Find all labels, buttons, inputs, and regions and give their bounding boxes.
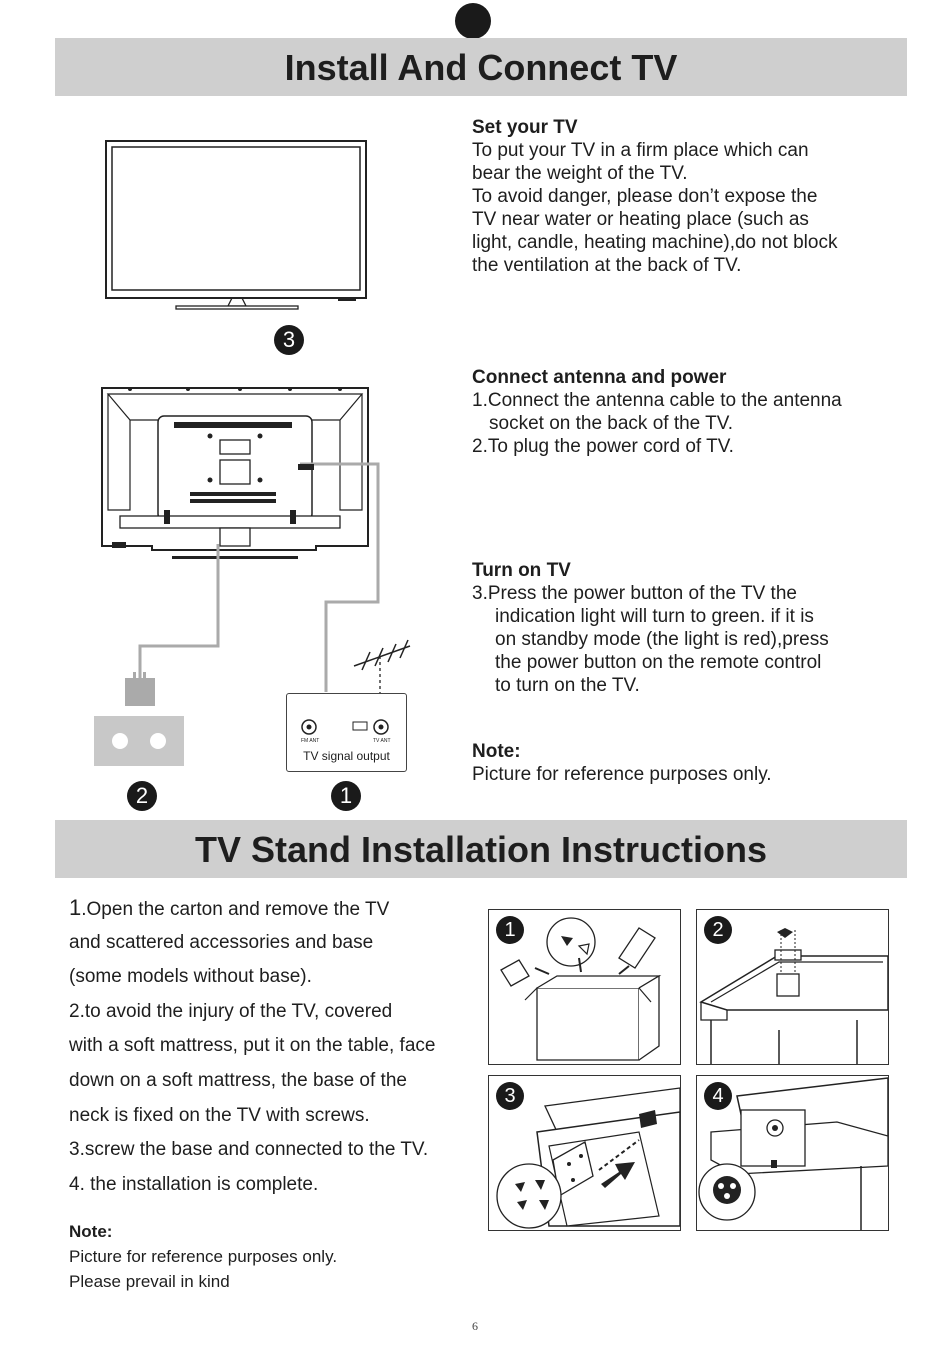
tv-back-connection-diagram (94, 387, 411, 766)
badge-2: 2 (127, 781, 157, 811)
connect-section: Connect antenna and power 1.Connect the … (472, 366, 892, 458)
note-top: Note: Picture for reference purposes onl… (472, 740, 892, 786)
fm-ant-label: FM ANT (301, 738, 319, 744)
badge-3: 3 (274, 325, 304, 355)
carton-illustration (500, 917, 662, 1061)
top-bullet (455, 3, 491, 39)
panel-badge-3: 3 (496, 1082, 524, 1110)
panel-badge-1: 1 (496, 916, 524, 944)
stand-panel-2: 2 (696, 909, 889, 1065)
connect-heading: Connect antenna and power (472, 367, 727, 388)
note-bottom-line: Picture for reference purposes only. (69, 1247, 338, 1266)
turn-on-line: on standby mode (the light is red),press (495, 629, 829, 650)
badge-1: 1 (331, 781, 361, 811)
connect-line: 1.Connect the antenna cable to the anten… (472, 390, 842, 411)
turn-on-line: to turn on the TV. (495, 675, 640, 696)
stand-step-line: with a soft mattress, put it on the tabl… (69, 1035, 436, 1057)
complete-stand-illustration (698, 1077, 888, 1230)
stand-step-line: down on a soft mattress, the base of the (69, 1069, 407, 1091)
set-tv-heading: Set your TV (472, 117, 578, 138)
stand-step-line: and scattered accessories and base (69, 931, 374, 953)
stand-panel-4: 4 (696, 1075, 889, 1231)
set-tv-line: bear the weight of the TV. (472, 163, 688, 184)
step-number: 1 (69, 895, 82, 920)
stand-step-line: neck is fixed on the TV with screws. (69, 1104, 370, 1126)
set-tv-line: the ventilation at the back of TV. (472, 255, 742, 276)
install-connect-title: Install And Connect TV (55, 38, 907, 96)
panel-badge-2: 2 (704, 916, 732, 944)
note-top-heading: Note: (472, 741, 521, 762)
set-tv-line: light, candle, heating machine),do not b… (472, 232, 838, 253)
set-tv-line: To avoid danger, please don’t expose the (472, 186, 818, 207)
turn-on-section: Turn on TV 3.Press the power button of t… (472, 559, 892, 697)
note-bottom: Note: Picture for reference purposes onl… (69, 1219, 337, 1294)
stand-step-line: 3.screw the base and connected to the TV… (69, 1139, 429, 1161)
connect-line: 2.To plug the power cord of TV. (472, 436, 734, 457)
screw-base-illustration (496, 1087, 680, 1229)
stand-panel-3: 3 (488, 1075, 681, 1231)
antenna-socket-icon: FM ANT TV ANT (301, 719, 391, 744)
note-bottom-heading: Note: (69, 1222, 113, 1241)
stand-step-line: 4. the installation is complete. (69, 1173, 319, 1195)
turn-on-line: indication light will turn to green. if … (495, 606, 814, 627)
turn-on-line: 3.Press the power button of the TV the (472, 583, 797, 604)
page-number: 6 (472, 1319, 478, 1333)
tv-front-illustration (105, 140, 367, 310)
tv-signal-output-label: TV signal output (303, 749, 390, 763)
stand-installation-title: TV Stand Installation Instructions (55, 820, 907, 878)
tv-signal-output-box: FM ANT TV ANT TV signal output (286, 693, 407, 772)
turn-on-heading: Turn on TV (472, 560, 571, 581)
stand-step-line: 1.Open the carton and remove the TV (69, 895, 390, 920)
set-tv-line: TV near water or heating place (such as (472, 209, 809, 230)
connect-line: socket on the back of the TV. (489, 413, 733, 434)
table-stand-illustration (699, 928, 888, 1064)
turn-on-line: the power button on the remote control (495, 652, 822, 673)
stand-step-line: (some models without base). (69, 966, 312, 988)
stand-step-line: 2.to avoid the injury of the TV, covered (69, 1000, 393, 1022)
stand-steps: 1.Open the carton and remove the TV and … (69, 893, 469, 1204)
panel-badge-4: 4 (704, 1082, 732, 1110)
set-tv-line: To put your TV in a firm place which can (472, 140, 809, 161)
tv-ant-label: TV ANT (373, 738, 391, 744)
note-bottom-line: Please prevail in kind (69, 1272, 230, 1291)
stand-panel-1: 1 (488, 909, 681, 1065)
note-top-text: Picture for reference purposes only. (472, 764, 772, 785)
set-tv-section: Set your TV To put your TV in a firm pla… (472, 116, 892, 277)
